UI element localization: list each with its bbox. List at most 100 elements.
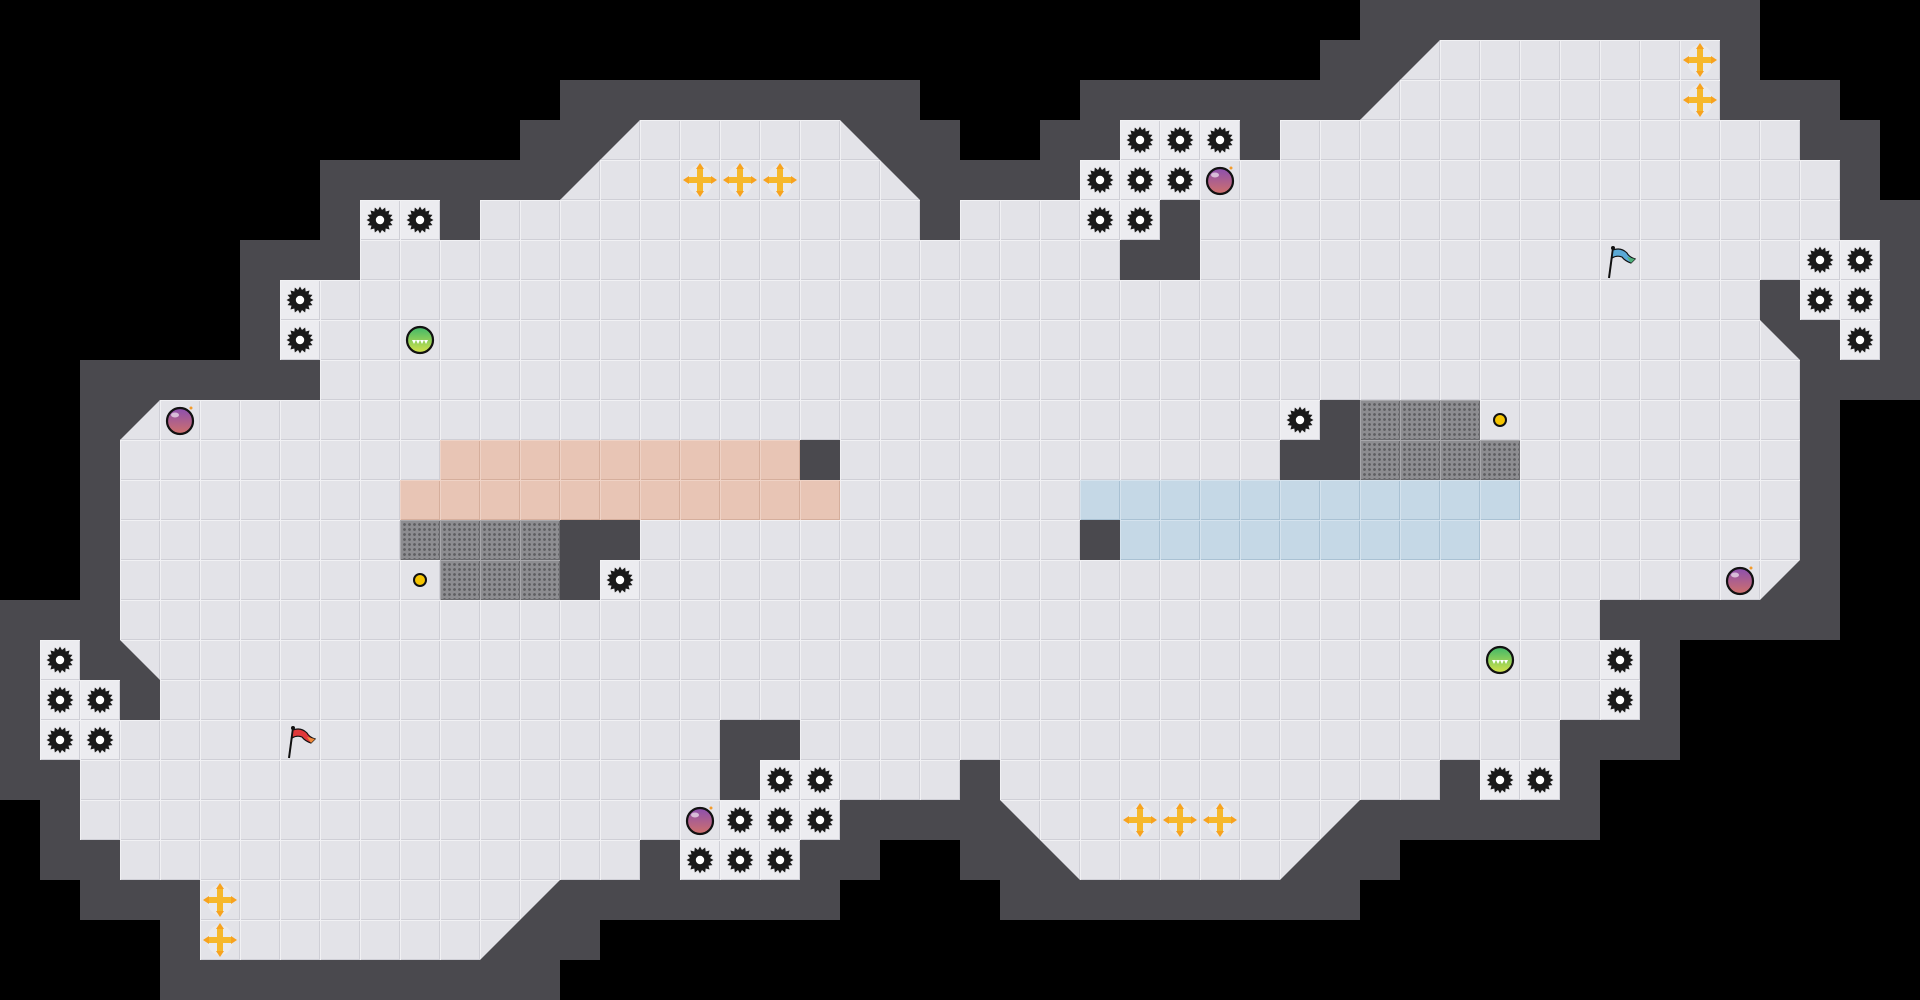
cross-arrows-icon[interactable] — [1680, 40, 1720, 80]
wall-tile — [1880, 280, 1920, 320]
floor-tile — [1720, 320, 1760, 360]
floor-tile — [1000, 320, 1040, 360]
floor-tile — [1320, 560, 1360, 600]
floor-tile — [280, 440, 320, 480]
red-flag-icon[interactable] — [280, 720, 320, 760]
wall-tile — [1440, 0, 1480, 40]
cross-arrows-icon[interactable] — [720, 160, 760, 200]
bomb-icon[interactable] — [1720, 560, 1760, 600]
floor-tile — [520, 400, 560, 440]
blue-flag-icon[interactable] — [1600, 240, 1640, 280]
floor-tile — [1120, 320, 1160, 360]
floor-tile — [1000, 200, 1040, 240]
coin-icon[interactable] — [1480, 400, 1520, 440]
floor-tile — [600, 680, 640, 720]
green-ball-icon[interactable] — [1480, 640, 1520, 680]
floor-tile — [1480, 600, 1520, 640]
floor-tile — [320, 480, 360, 520]
sticky-floor-tile — [720, 440, 760, 480]
floor-tile — [960, 200, 1000, 240]
floor-tile — [1320, 120, 1360, 160]
wall-tile — [1240, 880, 1280, 920]
floor-tile — [1320, 680, 1360, 720]
cross-arrows-icon[interactable] — [200, 880, 240, 920]
floor-tile — [880, 360, 920, 400]
spike-icon — [360, 200, 400, 240]
floor-tile — [320, 520, 360, 560]
floor-tile — [1280, 360, 1320, 400]
wall-tile — [840, 80, 880, 120]
floor-tile — [1280, 680, 1320, 720]
wall-tile — [400, 960, 440, 1000]
bomb-icon[interactable] — [1200, 160, 1240, 200]
wall-tile — [720, 880, 760, 920]
cross-arrows-icon[interactable] — [680, 160, 720, 200]
floor-tile — [280, 920, 320, 960]
floor-tile — [1560, 600, 1600, 640]
ice-floor-tile — [1360, 520, 1400, 560]
floor-tile — [560, 840, 600, 880]
wall-tile — [0, 640, 40, 680]
wall-tile — [120, 680, 160, 720]
green-ball-icon[interactable] — [400, 320, 440, 360]
floor-tile — [1680, 520, 1720, 560]
floor-tile — [320, 640, 360, 680]
floor-tile — [1760, 480, 1800, 520]
cross-arrows-icon[interactable] — [1680, 80, 1720, 120]
floor-tile — [560, 800, 600, 840]
floor-tile — [1080, 240, 1120, 280]
floor-tile — [1120, 760, 1160, 800]
floor-tile — [1520, 440, 1560, 480]
floor-tile — [280, 400, 320, 440]
floor-tile — [1720, 440, 1760, 480]
floor-tile — [800, 120, 840, 160]
floor-tile — [520, 760, 560, 800]
floor-tile — [640, 760, 680, 800]
floor-tile — [280, 680, 320, 720]
floor-tile — [1560, 560, 1600, 600]
cross-arrows-icon[interactable] — [1200, 800, 1240, 840]
floor-tile — [1120, 440, 1160, 480]
spike-icon — [280, 320, 320, 360]
floor-tile — [1640, 360, 1680, 400]
wall-tile — [80, 360, 120, 400]
wall-tile — [80, 880, 120, 920]
floor-tile — [1240, 280, 1280, 320]
bomb-icon[interactable] — [160, 400, 200, 440]
cross-arrows-icon[interactable] — [760, 160, 800, 200]
floor-tile — [1440, 160, 1480, 200]
floor-tile — [480, 320, 520, 360]
wall-tile — [1000, 880, 1040, 920]
wall-tile — [80, 640, 120, 680]
floor-tile — [840, 560, 880, 600]
floor-tile — [1200, 680, 1240, 720]
cross-arrows-icon[interactable] — [1160, 800, 1200, 840]
floor-tile — [160, 760, 200, 800]
floor-tile — [920, 480, 960, 520]
grate-tile — [520, 560, 560, 600]
floor-tile — [960, 680, 1000, 720]
wall-slope — [600, 120, 640, 160]
floor-tile — [200, 840, 240, 880]
wall-tile — [720, 80, 760, 120]
coin-icon[interactable] — [400, 560, 440, 600]
floor-tile — [1400, 640, 1440, 680]
cross-arrows-icon[interactable] — [200, 920, 240, 960]
floor-tile — [680, 320, 720, 360]
spike-icon — [1840, 280, 1880, 320]
cross-arrows-icon[interactable] — [1120, 800, 1160, 840]
floor-tile — [1400, 200, 1440, 240]
spike-icon — [40, 720, 80, 760]
floor-tile — [1160, 560, 1200, 600]
wall-slope — [120, 640, 160, 680]
floor-tile — [400, 800, 440, 840]
floor-tile — [440, 920, 480, 960]
floor-tile — [480, 880, 520, 920]
floor-tile — [240, 880, 280, 920]
floor-tile — [400, 760, 440, 800]
floor-tile — [1280, 160, 1320, 200]
floor-tile — [320, 320, 360, 360]
floor-tile — [360, 840, 400, 880]
bomb-icon[interactable] — [680, 800, 720, 840]
